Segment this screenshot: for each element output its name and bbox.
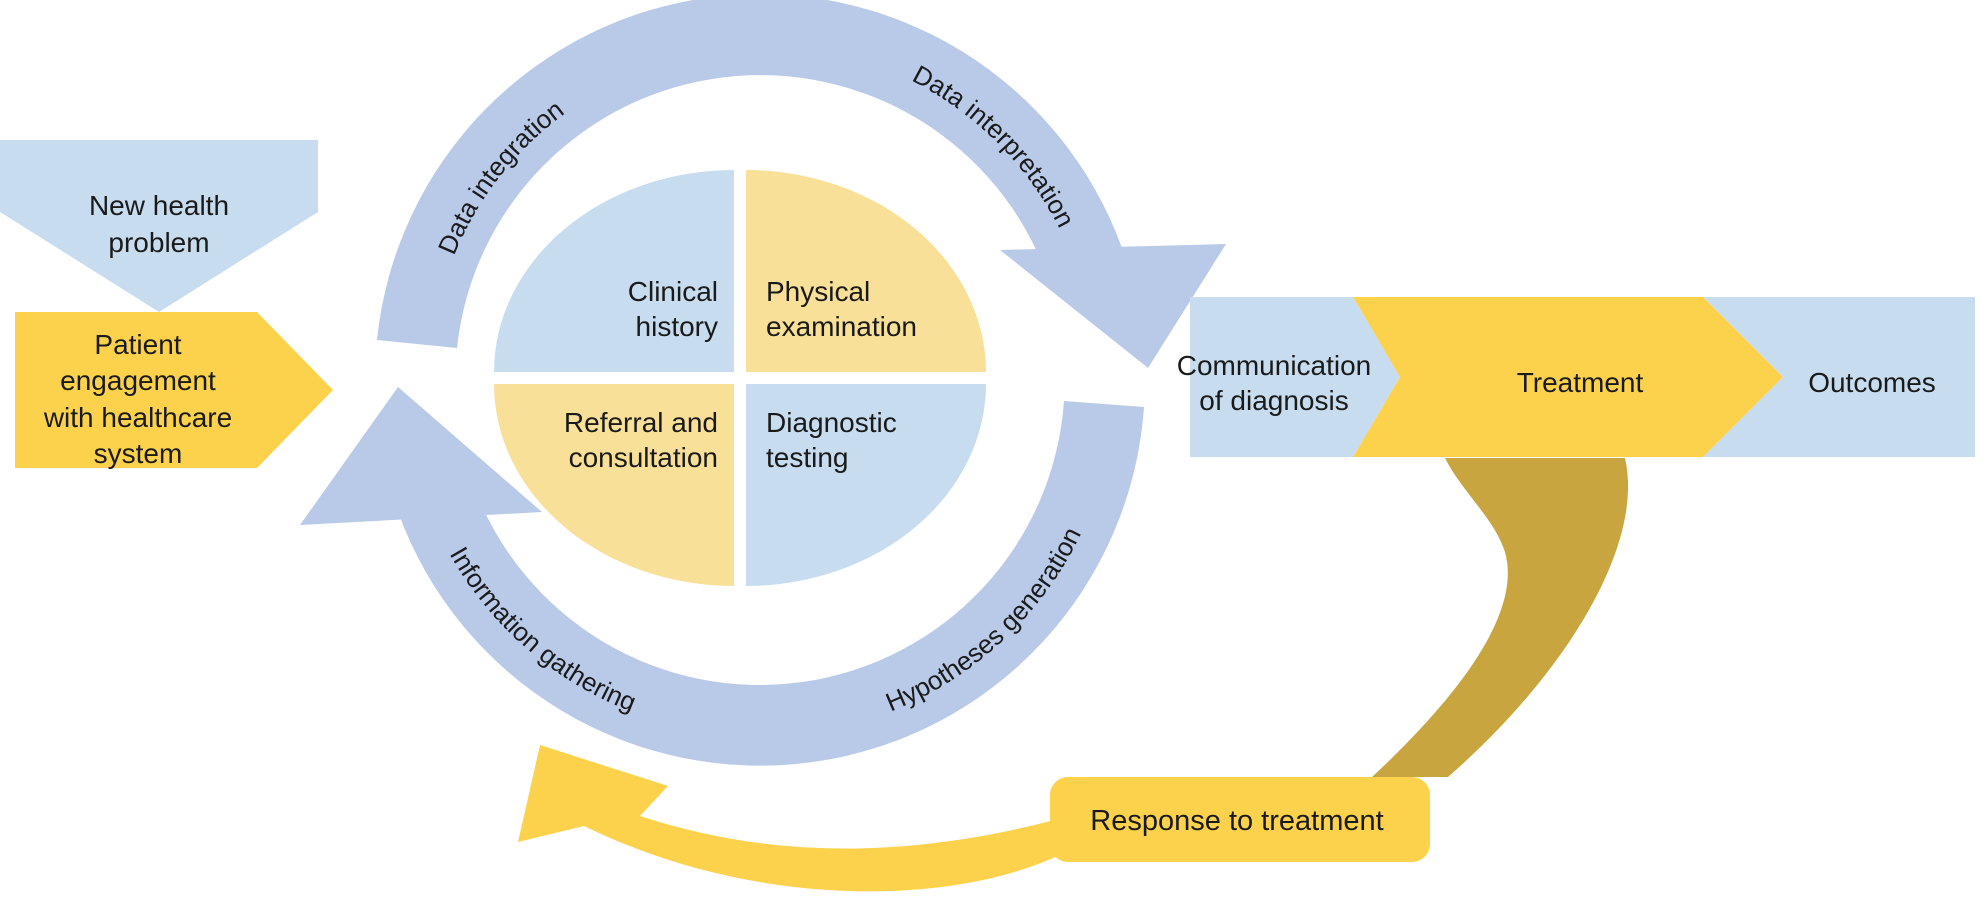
quadrant-physical-examination [746, 170, 986, 372]
patient-engagement-label-line1: Patient [94, 329, 181, 360]
quadrant-diagnostic-label-line2: testing [766, 442, 849, 473]
new-health-problem-shape [0, 140, 318, 312]
quadrant-referral-consultation [494, 384, 734, 586]
patient-engagement-label-line2: engagement [60, 365, 216, 396]
communication-of-diagnosis-box [1190, 297, 1400, 457]
cycle-arrowhead-left-icon [300, 387, 542, 525]
treatment-chevron [1353, 297, 1783, 457]
patient-engagement-label-line3: with healthcare [43, 402, 232, 433]
cycle-arc-bottom [398, 401, 1144, 766]
quadrant-diagnostic-label-line1: Diagnostic [766, 407, 897, 438]
new-health-problem-label-line1: New health [89, 190, 229, 221]
quadrant-referral-label-line1: Referral and [564, 407, 718, 438]
response-to-treatment-label: Response to treatment [1090, 805, 1383, 837]
cycle-arrowhead-right-icon [1000, 244, 1226, 368]
quadrant-physical-label-line2: examination [766, 311, 917, 342]
cycle-arc-top [377, 0, 1122, 348]
outcomes-label: Outcomes [1808, 367, 1936, 398]
quadrant-clinical-label-line2: history [636, 311, 718, 342]
communication-label-line1: Communication [1177, 350, 1372, 381]
quadrant-clinical-history [494, 170, 734, 372]
new-health-problem-label-line2: problem [108, 227, 209, 258]
patient-engagement-label-line4: system [94, 438, 183, 469]
outcomes-box [1703, 297, 1975, 457]
response-to-cycle-arrow [518, 745, 1066, 892]
quadrant-clinical-label-line1: Clinical [628, 276, 718, 307]
treatment-label: Treatment [1517, 367, 1644, 398]
quadrant-physical-label-line1: Physical [766, 276, 870, 307]
patient-engagement-arrow [15, 312, 333, 468]
quadrant-referral-label-line2: consultation [569, 442, 718, 473]
quadrant-diagnostic-testing [746, 384, 986, 586]
communication-label-line2: of diagnosis [1199, 385, 1348, 416]
response-to-treatment-box [1050, 777, 1430, 862]
treatment-to-response-swoosh [1372, 458, 1629, 777]
